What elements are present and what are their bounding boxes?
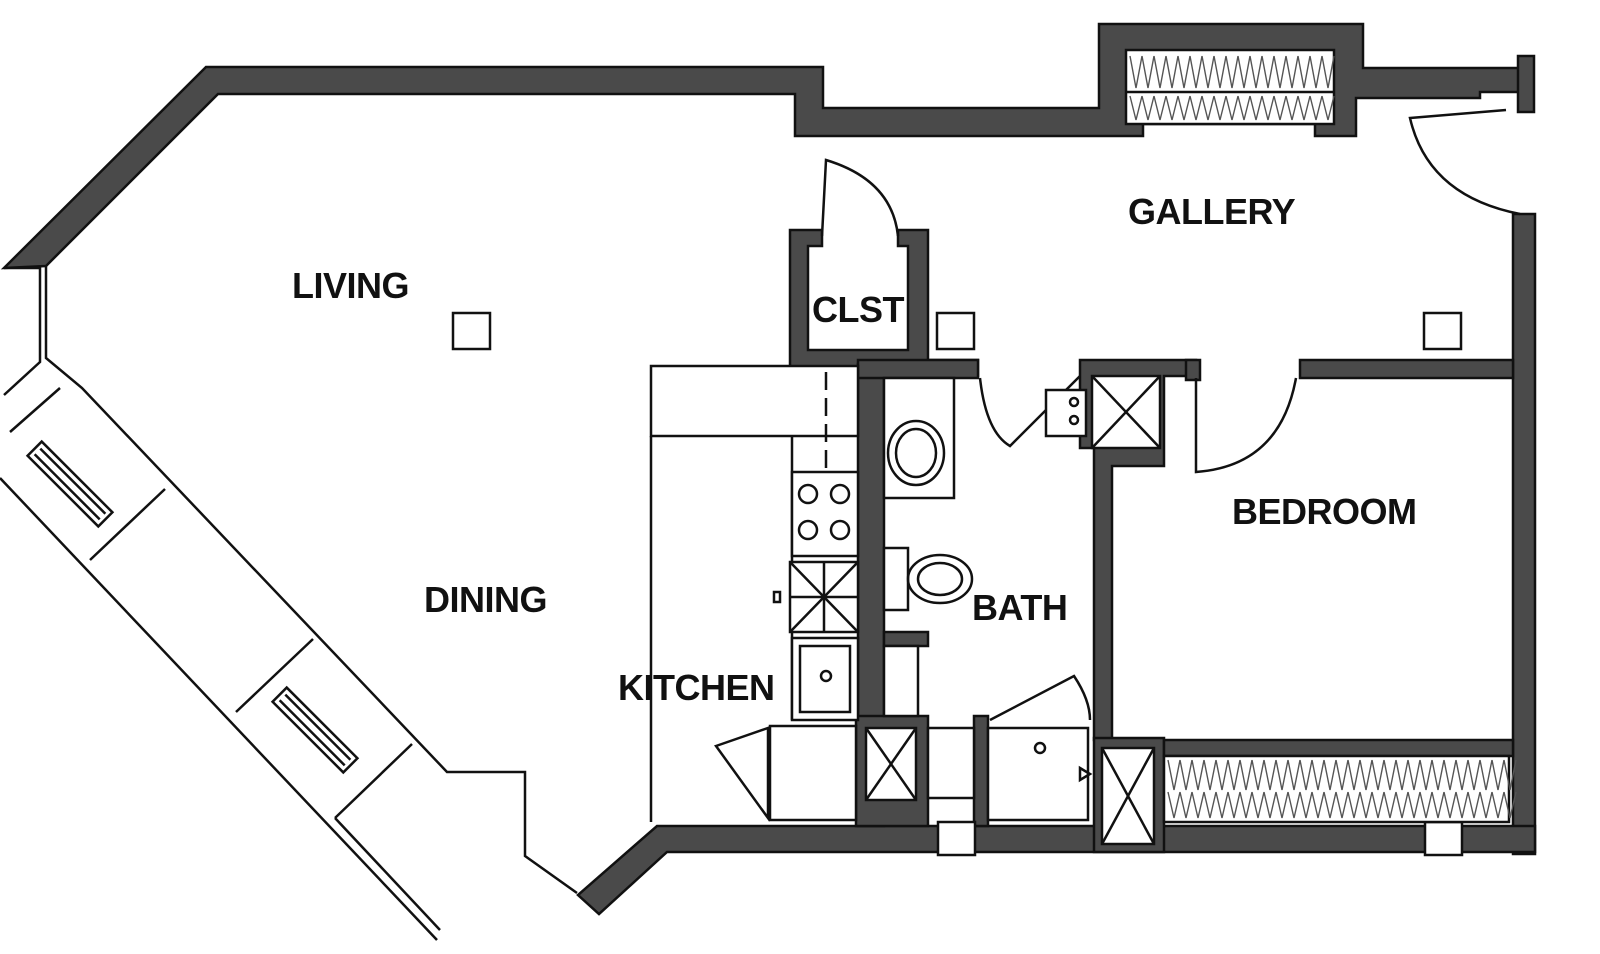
bath-door bbox=[978, 375, 1081, 448]
entry-door bbox=[1408, 108, 1521, 216]
label-bath: BATH bbox=[972, 587, 1067, 628]
doors bbox=[714, 108, 1521, 822]
room-labels: LIVING GALLERY CLST BEDROOM DINING BATH … bbox=[292, 191, 1417, 708]
gallery-radiator bbox=[1124, 48, 1336, 126]
wall-bath-mid-stub bbox=[882, 630, 930, 648]
shaft-kitchen-bottom bbox=[864, 726, 918, 802]
column-bottom-left bbox=[936, 820, 977, 857]
bath-wall-cabinet bbox=[1044, 388, 1088, 438]
wall-bottom bbox=[576, 824, 1537, 916]
label-bedroom: BEDROOM bbox=[1232, 491, 1417, 532]
label-dining: DINING bbox=[424, 579, 547, 620]
bay-divider-3 bbox=[334, 743, 413, 819]
bedroom-radiator bbox=[1162, 738, 1517, 824]
bay-line-1 bbox=[0, 477, 438, 941]
bath-chase bbox=[926, 726, 976, 800]
kitchen-sink bbox=[790, 636, 860, 722]
wall-top-right-cap bbox=[1516, 54, 1536, 114]
wall-bath-lower-stub bbox=[972, 714, 990, 828]
bath-vanity bbox=[882, 644, 920, 718]
kitchen-fixtures bbox=[649, 364, 860, 822]
bathtub bbox=[986, 726, 1093, 822]
kitchen-counter-top bbox=[649, 364, 860, 438]
bath-tub-door bbox=[989, 674, 1092, 722]
bay-outline-inner bbox=[44, 266, 578, 895]
bath-fixtures bbox=[882, 376, 1093, 822]
wall-right bbox=[1511, 212, 1537, 856]
column-gallery-right bbox=[1422, 311, 1463, 351]
kitchen-appliance bbox=[788, 560, 860, 634]
kitchen-knob bbox=[772, 590, 782, 604]
bay-line-3 bbox=[334, 817, 441, 931]
column-gallery-left bbox=[935, 311, 976, 351]
wall-bedroom-door-jamb bbox=[1184, 358, 1202, 382]
column-bottom-right bbox=[1423, 820, 1464, 857]
wall-bath-top bbox=[856, 358, 980, 380]
kitchen-cooktop bbox=[790, 470, 860, 558]
label-living: LIVING bbox=[292, 265, 409, 306]
column-living bbox=[451, 311, 492, 351]
kitchen-door bbox=[714, 726, 770, 822]
label-clst: CLST bbox=[812, 289, 905, 330]
bay-line-2 bbox=[9, 387, 61, 433]
label-gallery: GALLERY bbox=[1128, 191, 1296, 232]
bay-window-section bbox=[0, 266, 578, 941]
shaft-bath-top bbox=[1090, 374, 1162, 450]
bedroom-door bbox=[1194, 377, 1298, 474]
wall-gallery-bedroom bbox=[1298, 358, 1515, 380]
shafts bbox=[864, 374, 1162, 846]
kitchen-base-cabinet bbox=[768, 724, 858, 822]
bay-divider-1 bbox=[89, 488, 166, 561]
bay-divider-2 bbox=[235, 638, 314, 713]
toilet bbox=[882, 546, 974, 612]
shaft-bedroom-bottom bbox=[1100, 746, 1156, 846]
columns bbox=[451, 311, 1464, 857]
bath-sink bbox=[882, 376, 956, 500]
bay-radiator-1 bbox=[25, 439, 115, 529]
bay-outline-outer bbox=[3, 266, 42, 396]
closet-door bbox=[820, 158, 900, 237]
label-kitchen: KITCHEN bbox=[618, 667, 775, 708]
bay-radiator-2 bbox=[270, 685, 360, 775]
